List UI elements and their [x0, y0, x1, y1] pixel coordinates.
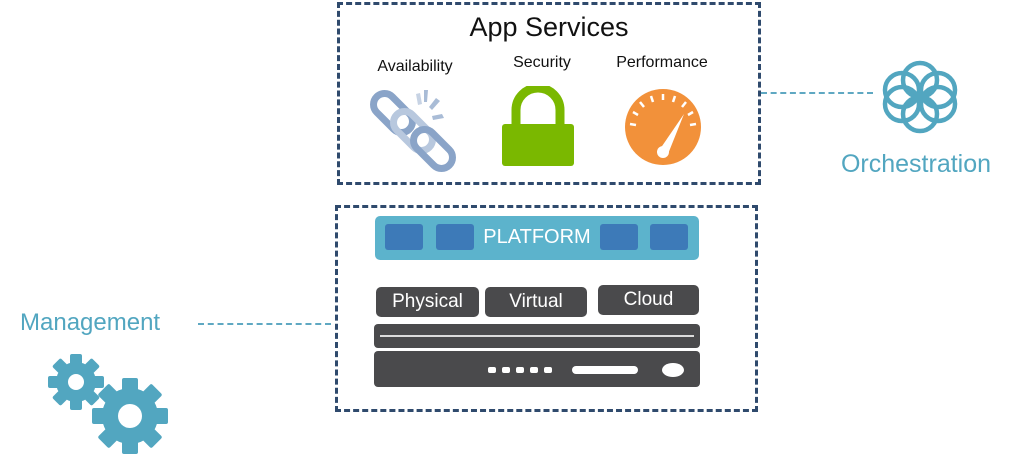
gauge-icon [625, 89, 701, 165]
server-rack [374, 324, 700, 348]
app-services-frame [337, 2, 761, 185]
availability-label: Availability [377, 58, 453, 75]
broken-chain-icon [370, 90, 456, 172]
cloud-label: Cloud [598, 285, 699, 315]
platform-bar: PLATFORM [375, 216, 699, 260]
management-connector [198, 323, 331, 325]
platform-frame [335, 205, 758, 412]
rack-slot [380, 335, 694, 337]
orchestration-connector [761, 92, 873, 94]
performance-label: Performance [616, 54, 708, 71]
app-services-title: App Services [469, 12, 629, 42]
platform-module [600, 224, 638, 250]
virtual-label: Virtual [485, 287, 587, 317]
lock-icon [502, 86, 574, 166]
server-unit [374, 351, 700, 387]
orchestration-label: Orchestration [840, 150, 992, 178]
server-indicators [488, 363, 684, 377]
gears-icon [48, 354, 168, 454]
physical-label: Physical [376, 287, 479, 317]
platform-label: PLATFORM [483, 226, 591, 248]
platform-module [436, 224, 474, 250]
security-label: Security [513, 54, 571, 71]
flower-knot-icon [882, 60, 958, 134]
platform-module [650, 224, 688, 250]
platform-module [385, 224, 423, 250]
management-label: Management [20, 309, 161, 336]
